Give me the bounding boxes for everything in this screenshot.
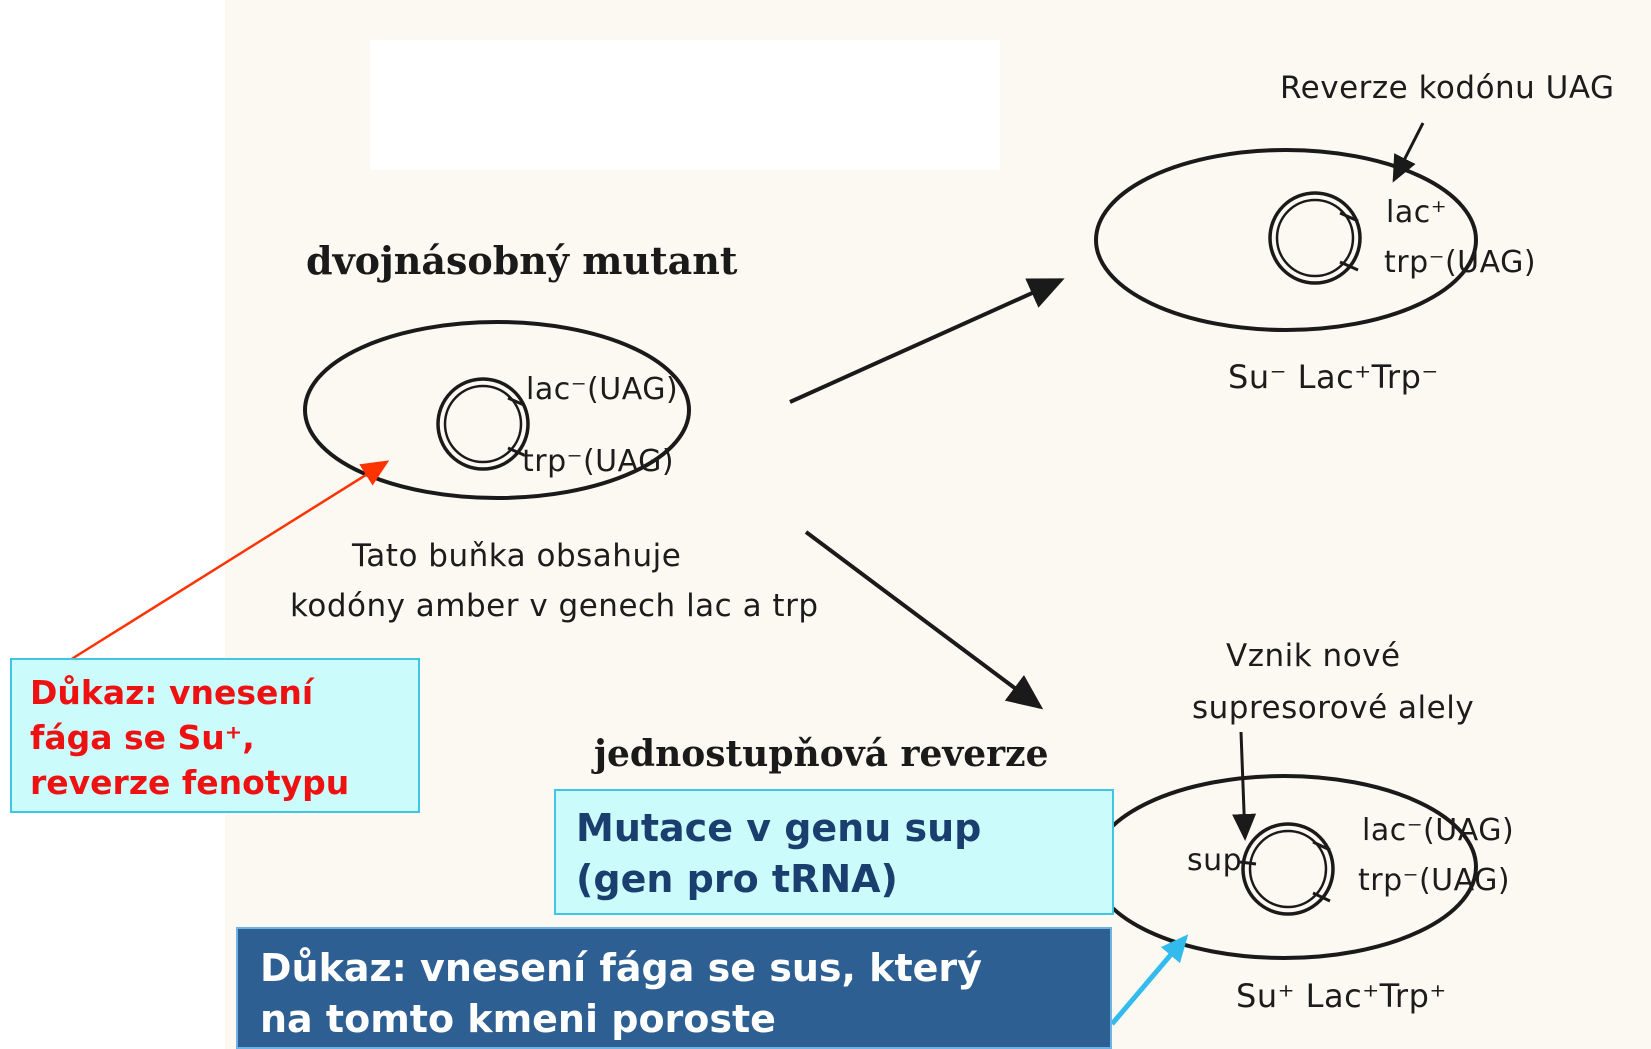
left-gene-trp-label: trp⁻(UAG) [522, 444, 675, 479]
left-cell-caption-line1: Tato buňka obsahuje [352, 538, 682, 574]
codon-reversion-annotation: Reverze kodónu UAG [1280, 70, 1615, 106]
red-callout-line-3: reverze fenotypu [30, 763, 350, 802]
sup-mutation-callout: Mutace v genu sup (gen pro tRNA) [554, 789, 1114, 915]
bottom-gene-trp-label: trp⁻(UAG) [1358, 863, 1511, 898]
top-chromosome-outer [1268, 191, 1362, 285]
cyan-callout-line-1: Mutace v genu sup [576, 806, 982, 850]
arrow-to-codon-reversion [789, 278, 1065, 404]
double-mutant-title: dvojnásobný mutant [306, 238, 738, 283]
left-gene-lac-label: lac⁻(UAG) [526, 372, 679, 407]
left-gene-tick-trp [507, 446, 525, 457]
suppressor-annotation-line1: Vznik nové [1226, 638, 1401, 674]
red-evidence-callout: Důkaz: vnesení fága se Su⁺, reverze feno… [10, 658, 420, 813]
sup-gene-label: sup [1187, 843, 1243, 878]
top-right-cell-outline [1094, 148, 1478, 332]
top-gene-tick-trp [1339, 260, 1359, 272]
top-phenotype-label: Su⁻ Lac⁺Trp⁻ [1228, 358, 1439, 396]
red-callout-line-1: Důkaz: vnesení [30, 673, 314, 712]
left-cell-caption-line2: kodóny amber v genech lac a trp [290, 588, 819, 624]
top-gene-tick-lac [1339, 211, 1359, 223]
arrow-to-single-step-reversion [804, 530, 1044, 710]
left-chromosome-inner [443, 384, 523, 464]
top-gene-trp-label: trp⁻(UAG) [1384, 245, 1537, 280]
bottom-phenotype-label: Su⁺ Lac⁺Trp⁺ [1236, 977, 1447, 1015]
blue-callout-arrow [1110, 934, 1189, 1026]
red-callout-arrow [69, 460, 390, 662]
bottom-gene-tick-trp [1312, 891, 1331, 903]
red-callout-line-2: fága se Su⁺, [30, 718, 255, 757]
bottom-chromosome-outer [1241, 822, 1335, 916]
blue-callout-line-2: na tomto kmeni poroste [260, 997, 776, 1041]
codon-reversion-pointer [1392, 122, 1425, 183]
blue-evidence-callout: Důkaz: vnesení fága se sus, který na tom… [236, 927, 1112, 1049]
bottom-gene-tick-sup [1239, 860, 1257, 866]
left-chromosome-outer [436, 377, 530, 471]
single-step-reversion-title: jednostupňová reverze [594, 733, 1049, 775]
left-cell-outline [303, 320, 691, 500]
blank-patch [370, 40, 1000, 170]
bottom-gene-tick-lac [1312, 840, 1331, 852]
bottom-chromosome-inner [1248, 829, 1328, 909]
bottom-gene-lac-label: lac⁻(UAG) [1362, 813, 1515, 848]
bottom-right-cell [1090, 731, 1478, 960]
left-gene-tick-lac [507, 396, 525, 407]
top-right-cell [1094, 122, 1478, 332]
left-cell [303, 320, 691, 500]
top-chromosome-inner [1275, 198, 1355, 278]
suppressor-allele-pointer [1232, 731, 1257, 841]
top-gene-lac-label: lac⁺ [1386, 195, 1448, 230]
suppressor-annotation-line2: supresorové alely [1192, 690, 1475, 726]
blue-callout-line-1: Důkaz: vnesení fága se sus, který [260, 946, 982, 990]
cyan-callout-line-2: (gen pro tRNA) [576, 857, 898, 901]
